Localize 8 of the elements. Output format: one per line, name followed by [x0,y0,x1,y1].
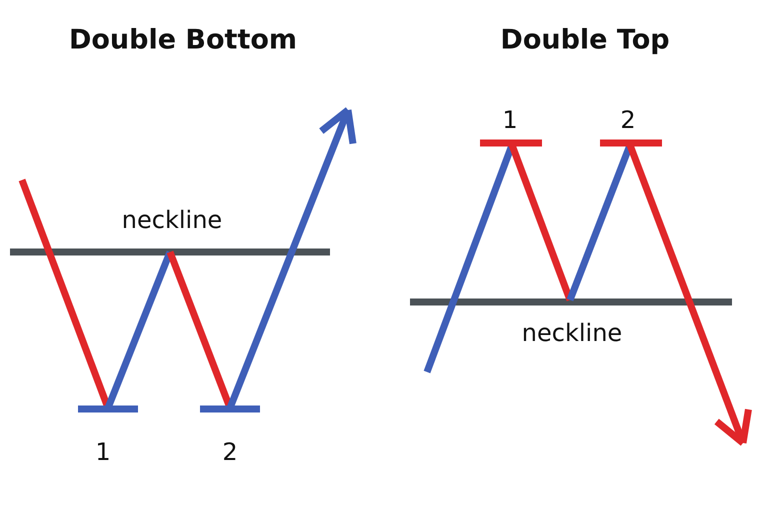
point-number: 1 [95,438,111,466]
point-number: 2 [620,106,636,134]
line-label: neckline [522,319,622,347]
line-label: neckline [122,206,222,234]
chart-title: Double Top [500,24,670,56]
point-number: 2 [222,438,238,466]
point-number: 1 [502,106,518,134]
chart-title: Double Bottom [68,24,298,56]
